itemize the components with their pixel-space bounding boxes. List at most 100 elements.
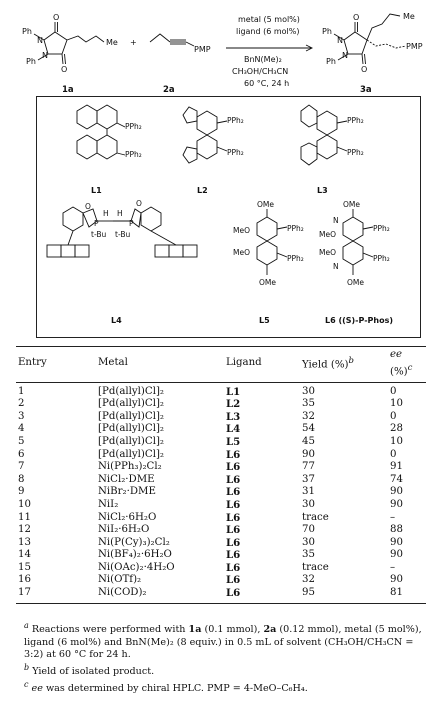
cell-metal: [Pd(allyl)Cl]₂ bbox=[98, 410, 165, 422]
l3-pph2-2: PPh₂ bbox=[347, 148, 364, 157]
cell-ligand: L4 bbox=[226, 423, 241, 436]
footnote-a-text-3: (0.12 mmol), metal (5 mol%), ligand (6 m… bbox=[24, 624, 422, 661]
product-nitrogen-1-label: N bbox=[337, 36, 343, 45]
cell-yield: trace bbox=[302, 561, 329, 573]
nitrogen-1-label: N bbox=[37, 36, 43, 45]
cell-yield: 90 bbox=[302, 448, 315, 460]
cell-yield: 95 bbox=[300, 587, 388, 604]
condition-ligand: ligand (6 mol%) bbox=[236, 27, 300, 36]
cell-metal: NiCl₂·6H₂O bbox=[98, 511, 157, 523]
ligand-l5-label: L5 bbox=[259, 316, 270, 325]
table-footnotes: a Reactions were performed with 1a (0.1 … bbox=[16, 620, 426, 696]
condition-solvent: CH₃OH/CH₃CN bbox=[232, 67, 288, 76]
plus-sign: + bbox=[130, 38, 137, 47]
l6-ome-bottom: OMe bbox=[347, 278, 364, 287]
l6-nitrogen-1: N bbox=[333, 216, 339, 225]
cell-yield: 37 bbox=[302, 473, 315, 485]
product-nitrogen-2-label: N bbox=[342, 51, 348, 60]
l6-pph2-2: PPh₂ bbox=[373, 254, 390, 263]
footnote-b-mark: b bbox=[24, 662, 30, 672]
methyl-label: Me bbox=[106, 38, 118, 47]
footnote-a-text-2: (0.1 mmol), bbox=[201, 624, 264, 636]
condition-base: BnN(Me)₂ bbox=[244, 55, 282, 64]
footnote-c-mark: c bbox=[24, 679, 29, 689]
product-oxygen-1-label: O bbox=[353, 13, 359, 22]
cell-yield: 54 bbox=[302, 423, 315, 435]
header-ee-suffix: (%) bbox=[390, 365, 408, 377]
cell-entry: 1 bbox=[18, 385, 25, 397]
cell-metal: [Pd(allyl)Cl]₂ bbox=[98, 435, 165, 447]
cell-yield: 77 bbox=[302, 461, 315, 473]
cell-ligand: L2 bbox=[226, 398, 241, 411]
cell-yield: 32 bbox=[302, 574, 315, 586]
header-ee-text: ee bbox=[390, 349, 403, 360]
cell-metal: [Pd(allyl)Cl]₂ bbox=[98, 398, 165, 410]
l4-oxygen-2: O bbox=[136, 199, 142, 208]
cell-yield: 30 bbox=[302, 498, 315, 510]
product-pmp-label: PMP bbox=[406, 42, 423, 51]
header-yield: Yield (%)b bbox=[300, 346, 388, 383]
l6-ome-top: OMe bbox=[343, 200, 360, 209]
l2-pph2-2: PPh₂ bbox=[227, 148, 244, 157]
cell-ligand: L3 bbox=[226, 410, 241, 423]
ligand-structures: PPh₂ PPh₂ L1 PPh₂ PPh₂ L2 PPh₂ PPh₂ L3 O… bbox=[46, 104, 393, 325]
cell-entry: 10 bbox=[18, 498, 31, 510]
cell-ee: 10 bbox=[390, 435, 403, 447]
cell-ligand: L6 bbox=[226, 448, 241, 461]
cell-metal: NiI₂ bbox=[98, 498, 119, 510]
cell-ee: 74 bbox=[390, 473, 403, 485]
cell-entry: 5 bbox=[18, 435, 25, 447]
cell-ligand: L6 bbox=[226, 524, 241, 537]
cell-ligand: L6 bbox=[226, 549, 241, 562]
header-ee: ee (%)c bbox=[388, 346, 426, 383]
cell-metal: Ni(COD)₂ bbox=[96, 587, 224, 604]
l3-pph2-1: PPh₂ bbox=[347, 116, 364, 125]
l6-meo-1: MeO bbox=[319, 230, 336, 239]
footnote-c-ee: ee bbox=[31, 682, 43, 694]
header-entry: Entry bbox=[16, 346, 96, 383]
l5-meo-1: MeO bbox=[233, 226, 250, 235]
l4-hydrogen-2: H bbox=[117, 209, 123, 218]
ligand-l3-label: L3 bbox=[317, 186, 328, 195]
header-yield-footnote: b bbox=[348, 356, 354, 367]
footnote-b: b Yield of isolated product. bbox=[16, 662, 426, 679]
footnote-a-mark: a bbox=[24, 621, 29, 630]
footnote-a-text-1: Reactions were performed with bbox=[31, 624, 189, 636]
footnote-a: a Reactions were performed with 1a (0.1 … bbox=[16, 620, 426, 662]
cell-ligand: L6 bbox=[226, 536, 241, 549]
table-header-row: Entry Metal Ligand Yield (%)b ee (%)c bbox=[16, 346, 426, 383]
header-metal: Metal bbox=[96, 346, 224, 383]
l4-tbu-2: t-Bu bbox=[115, 230, 131, 239]
cell-metal: [Pd(allyl)Cl]₂ bbox=[98, 423, 165, 435]
cell-ee: 90 bbox=[390, 574, 403, 586]
cell-ee: 81 bbox=[388, 587, 426, 604]
cell-entry: 16 bbox=[18, 574, 31, 586]
cell-yield: 45 bbox=[302, 435, 315, 447]
ligand-l3-structure bbox=[300, 104, 348, 166]
cell-metal: Ni(P(Cy)₃)₂Cl₂ bbox=[98, 536, 170, 548]
l5-pph2-1: PPh₂ bbox=[287, 224, 304, 233]
cell-entry: 9 bbox=[18, 486, 25, 498]
cell-entry: 13 bbox=[18, 536, 31, 548]
l1-pph2-2: PPh₂ bbox=[125, 150, 142, 159]
nitrogen-2-label: N bbox=[42, 51, 48, 60]
pmp-label: PMP bbox=[194, 45, 211, 54]
l6-pph2-1: PPh₂ bbox=[373, 224, 390, 233]
l4-oxygen-1: O bbox=[85, 202, 91, 211]
l4-phosphorus-1: P bbox=[94, 219, 99, 228]
cell-yield: 35 bbox=[302, 398, 315, 410]
cell-yield: 32 bbox=[302, 410, 315, 422]
ligand-l4-structure bbox=[46, 206, 198, 258]
l4-tbu-1: t-Bu bbox=[91, 230, 107, 239]
ligand-l2-label: L2 bbox=[197, 186, 208, 195]
